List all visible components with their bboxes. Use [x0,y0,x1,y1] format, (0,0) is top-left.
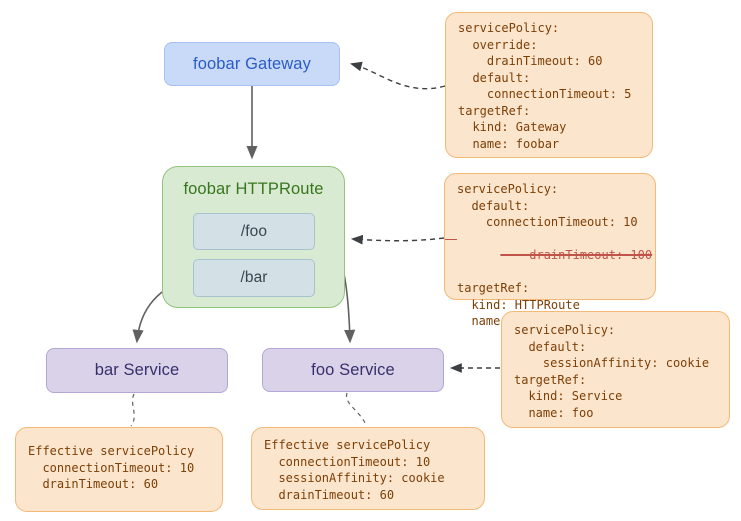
httproute-node: foobar HTTPRoute /foo /bar [162,166,345,308]
edge-bar-service-to-effective [130,393,135,427]
code-line: kind: Service [514,389,623,403]
route-path-foo-label: /foo [240,222,268,240]
bar-service-node: bar Service [46,348,228,393]
code-line: servicePolicy: [458,21,560,35]
bar-service-node-label: bar Service [94,361,180,379]
code-line: servicePolicy: [514,323,616,337]
foo-service-node-label: foo Service [311,360,395,379]
route-path-bar-node: /bar [193,259,315,297]
code-line: default: [457,198,530,213]
code-line: default: [514,339,587,354]
gateway-node: foobar Gateway [164,42,340,86]
edge-gateway-policy-to-gateway [349,61,446,90]
code-line-overridden: drainTimeout: 100 [445,231,652,281]
code-line: drainTimeout: 60 [28,477,159,491]
code-line: name: foobar [458,136,560,151]
code-line: sessionAffinity: cookie [514,356,710,370]
gateway-node-label: foobar Gateway [193,54,311,73]
bar-effective-policy-annotation: Effective servicePolicy connectionTimeou… [15,427,223,512]
route-path-foo-node: /foo [193,213,315,250]
code-line: drainTimeout: 60 [264,487,395,502]
code-line: connectionTimeout: 10 [264,454,431,469]
foo-effective-policy-annotation: Effective servicePolicy connectionTimeou… [251,427,485,510]
code-line: kind: HTTPRoute [457,297,580,312]
httproute-policy-annotation: servicePolicy: default: connectionTimeou… [444,173,656,328]
code-line: name: foo [514,405,594,420]
code-line: Effective servicePolicy [28,444,195,458]
code-line: default: [458,70,531,85]
code-line: drainTimeout: 60 [458,54,603,68]
code-line: connectionTimeout: 5 [458,87,632,101]
code-line: targetRef: [514,372,587,387]
httproute-node-label: foobar HTTPRoute [183,180,324,198]
code-line: connectionTimeout: 10 [28,460,195,475]
foo-service-policy-annotation: servicePolicy: default: sessionAffinity:… [501,311,730,428]
edge-foo-service-to-effective [345,392,367,427]
foo-service-node: foo Service [262,348,444,392]
code-line: Effective servicePolicy [264,438,431,452]
code-line: targetRef: [458,103,531,118]
gateway-policy-annotation: servicePolicy: override: drainTimeout: 6… [445,12,653,158]
code-line: servicePolicy: [457,182,559,196]
code-line: connectionTimeout: 10 [457,215,638,229]
code-line: targetRef: [457,281,530,295]
edge-httproute-policy-to-httproute [350,234,445,245]
struck-drain-timeout: drainTimeout: 100 [500,248,653,262]
code-line: override: [458,37,538,52]
code-line: sessionAffinity: cookie [264,471,445,485]
code-line: kind: Gateway [458,120,567,134]
route-path-bar-label: /bar [240,269,268,286]
